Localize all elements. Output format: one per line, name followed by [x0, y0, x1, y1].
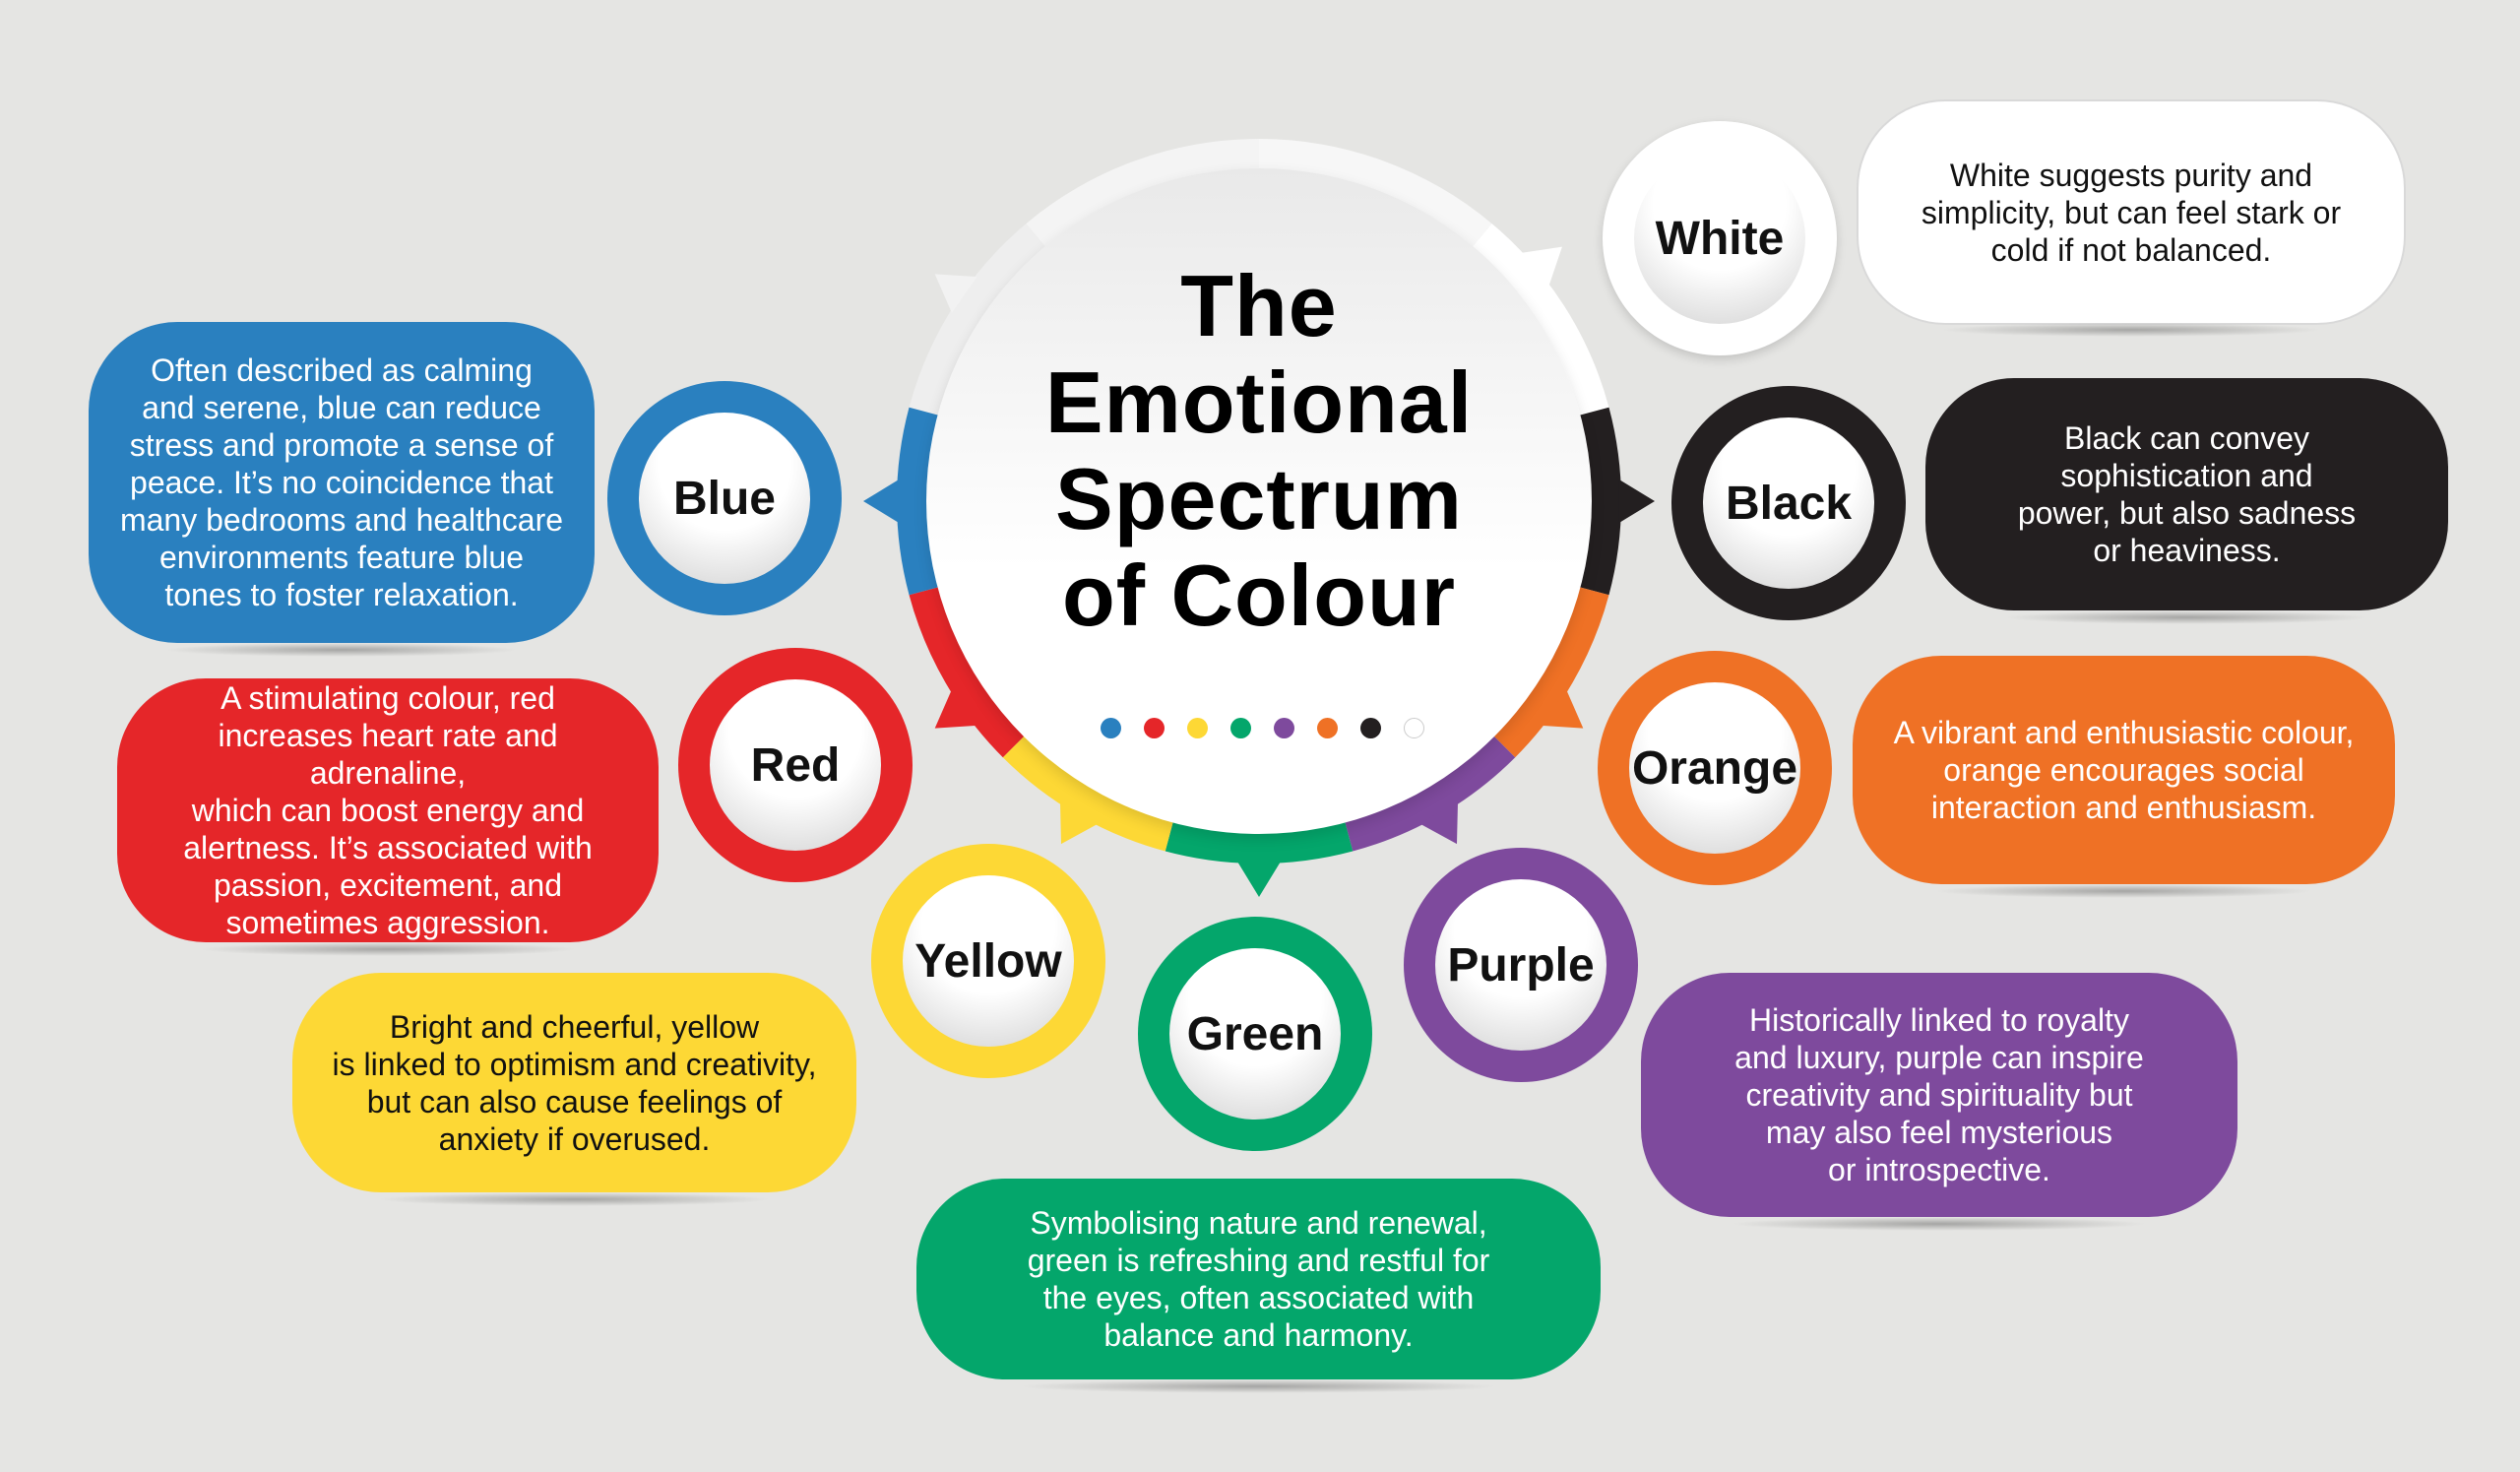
- badge-purple: Purple: [1404, 848, 1638, 1082]
- colour-dot: [1101, 718, 1121, 738]
- description-yellow: Bright and cheerful, yellow is linked to…: [292, 973, 856, 1206]
- badge-label: Yellow: [903, 875, 1074, 1047]
- badge-blue: Blue: [607, 381, 842, 615]
- description-black: Black can convey sophistication and powe…: [1925, 378, 2448, 624]
- badge-white: White: [1603, 121, 1837, 355]
- badge-label: Blue: [639, 413, 810, 584]
- ring-segment-black: [1578, 407, 1621, 596]
- ring-pointer-green: [1236, 861, 1282, 897]
- page-title: The Emotional Spectrum of Colour: [1044, 257, 1474, 644]
- badge-label: Orange: [1629, 682, 1800, 854]
- ring-segment: [1026, 139, 1259, 248]
- badge-yellow: Yellow: [871, 844, 1105, 1078]
- colour-dot: [1187, 718, 1208, 738]
- colour-dots: [1101, 718, 1424, 738]
- ring-segment-red: [909, 586, 1026, 758]
- ring-segment: [909, 224, 1047, 416]
- colour-dot: [1144, 718, 1165, 738]
- badge-label: Black: [1703, 417, 1874, 589]
- ring-segment-white: [1471, 224, 1609, 416]
- badge-black: Black: [1671, 386, 1906, 620]
- colour-dot: [1404, 718, 1424, 738]
- description-blue: Often described as calming and serene, b…: [89, 322, 595, 657]
- ring-pointer-blue: [863, 479, 900, 524]
- description-purple: Historically linked to royalty and luxur…: [1641, 973, 2237, 1231]
- description-orange: A vibrant and enthusiastic colour, orang…: [1853, 656, 2395, 898]
- ring-pointer-yellow: [1059, 801, 1099, 845]
- description-white: White suggests purity and simplicity, bu…: [1857, 99, 2406, 337]
- ring-segment: [1259, 139, 1492, 248]
- ring-pointer-white: [1520, 246, 1562, 288]
- badge-label: White: [1634, 153, 1805, 324]
- description-red: A stimulating colour, red increases hear…: [117, 678, 659, 956]
- badge-green: Green: [1138, 917, 1372, 1151]
- ring-segment-green: [1165, 820, 1354, 864]
- ring-pointer-gray: [934, 274, 977, 313]
- description-green: Symbolising nature and renewal, green is…: [916, 1179, 1601, 1393]
- badge-label: Green: [1169, 948, 1341, 1120]
- title-circle: [926, 168, 1592, 834]
- colour-dot: [1274, 718, 1294, 738]
- ring-pointer-orange: [1541, 689, 1584, 729]
- ring-segment-purple: [1344, 735, 1516, 852]
- badge-orange: Orange: [1598, 651, 1832, 885]
- colour-dot: [1317, 718, 1338, 738]
- ring-pointer-black: [1618, 479, 1655, 524]
- badge-label: Red: [710, 679, 881, 851]
- colour-dot: [1230, 718, 1251, 738]
- ring-segment-orange: [1492, 586, 1609, 758]
- badge-label: Purple: [1435, 879, 1606, 1051]
- ring-pointer-red: [934, 689, 977, 729]
- ring-segment-yellow: [1002, 735, 1174, 852]
- colour-dot: [1360, 718, 1381, 738]
- ring-pointer-purple: [1419, 801, 1459, 845]
- badge-red: Red: [678, 648, 913, 882]
